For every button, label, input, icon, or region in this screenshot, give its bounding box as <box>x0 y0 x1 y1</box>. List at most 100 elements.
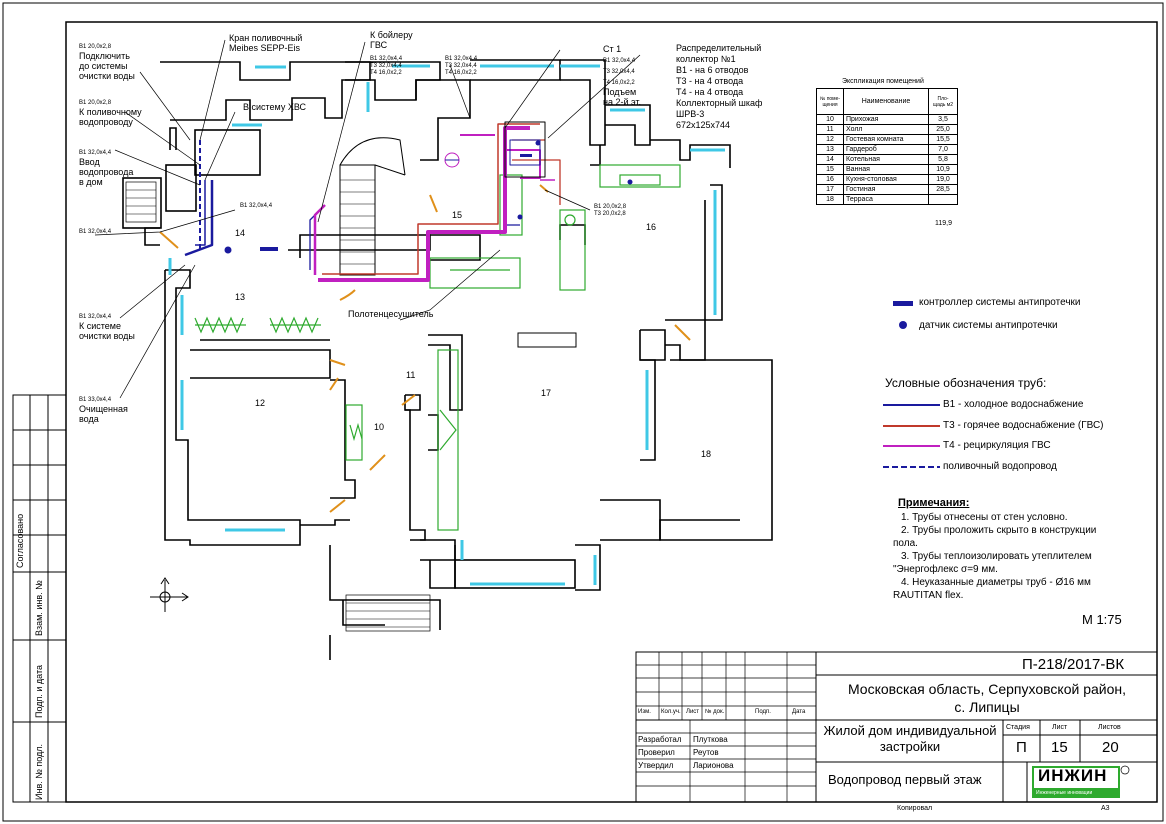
pipe-label-b1-left: В1 32,0х4,4 <box>79 229 112 235</box>
room-number: 12 <box>255 398 266 408</box>
explication-cell: 25,0 <box>928 124 958 135</box>
note-line: пола. <box>893 538 918 549</box>
leak-sensor-icon <box>517 214 523 220</box>
copied-label: Копировал <box>897 805 933 812</box>
floor-plan <box>94 39 773 660</box>
legend-pipe-lines <box>883 404 940 468</box>
room-number: 13 <box>235 292 246 302</box>
explication-cell: 3,5 <box>928 114 958 125</box>
title-block <box>635 651 1158 803</box>
explication-cell: 7,0 <box>928 144 958 155</box>
revision-col-header: Кол.уч. <box>661 709 681 715</box>
notes-body: 1. Трубы отнесены от стен условно. 2. Тр… <box>893 511 1096 602</box>
leak-controller-icon <box>520 154 532 157</box>
sheets-value: 20 <box>1102 739 1119 756</box>
format-label: А3 <box>1101 805 1110 812</box>
scale-label: М 1:75 <box>1082 612 1122 627</box>
logo-subtitle: Инженерные инновации <box>1036 790 1093 796</box>
pipe-label-b1-mid: В1 32,0х4,4 <box>240 203 273 209</box>
sheet-title: Водопровод первый этаж <box>828 772 982 787</box>
room-number: 16 <box>646 222 657 232</box>
riser-st1-label: Ст 1 В1 32,0х4,4 Т3 32,0х4,4 Т4 16,0х2,2… <box>603 44 642 107</box>
explication-cell: 28,5 <box>928 184 958 195</box>
xvs-label: В систему ХВС <box>243 102 307 112</box>
explication-cell: 18 <box>816 194 844 205</box>
note-line: RAUTITAN flex. <box>893 590 964 601</box>
water-input-label: В1 32,0х4,4 Ввод водопровода в дом <box>79 150 134 187</box>
explication-cell: 10 <box>816 114 844 125</box>
legend-pipe-label: Т3 - горячее водоснабжение (ГВС) <box>943 420 1104 431</box>
sheet-value: 15 <box>1051 739 1068 756</box>
side-stamp <box>12 394 67 803</box>
revision-col-header: Дата <box>792 709 806 715</box>
room-number: 15 <box>452 210 463 220</box>
explication-cell: 12 <box>816 134 844 145</box>
revision-col-header: Подп. <box>755 709 771 715</box>
explication-cell: Котельная <box>843 154 929 165</box>
distributor-label: Распределительный коллектор №1 В1 - на 6… <box>676 43 763 130</box>
room-number: 17 <box>541 388 552 398</box>
pipe-label-boiler: В1 32,0х4,4 Т3 32,0х4,4 Т4 16,0х2,2 <box>370 56 403 76</box>
explication-cell: 11 <box>816 124 844 135</box>
legend-sensor-icon <box>899 321 907 329</box>
pipe-label-upper: В1 32,0х4,4 Т3 32,0х4,4 Т4 16,0х2,2 <box>445 56 478 76</box>
room-number: 14 <box>235 228 246 238</box>
explication-cell: Гостиная <box>843 184 929 195</box>
leak-sensor-icon <box>224 246 232 254</box>
side-stamp-label: Инв. № подл. <box>34 743 44 800</box>
legend-controller-icon <box>893 301 913 306</box>
sheet-header: Лист <box>1052 724 1068 731</box>
towel-dryer-label: Полотенцесушитель <box>348 309 434 319</box>
explication-cell: 5,8 <box>928 154 958 165</box>
explication-header: Наименование <box>843 88 929 115</box>
side-stamp-label: Взам. инв. № <box>34 580 44 636</box>
role-name: Утвердил <box>638 761 674 770</box>
irrigation-label: В1 20,0х2,8 К поливочному водопроводу <box>79 100 142 127</box>
explication-cell: Прихожая <box>843 114 929 125</box>
sheets-header: Листов <box>1098 724 1121 731</box>
leak-sensor-icon <box>535 140 541 146</box>
note-line: "Энергофлекс σ=9 мм. <box>893 564 998 575</box>
explication-cell: Гостевая комната <box>843 134 929 145</box>
purified-water-label: В1 33,0х4,4 Очищенная вода <box>79 397 128 424</box>
role-name: Проверил <box>638 748 675 757</box>
legend-sensor-label: датчик системы антипротечки <box>919 320 1058 331</box>
explication-table: № поме- щения Наименование Пло- щадь м2 … <box>816 88 958 205</box>
revision-col-header: Изм. <box>638 709 651 715</box>
explication-cell: 17 <box>816 184 844 195</box>
role-name: Разработал <box>638 735 682 744</box>
explication-cell: Кухня-столовая <box>843 174 929 185</box>
axis-marker-icon <box>150 577 189 612</box>
pipe-legend-title: Условные обозначения труб: <box>885 376 1047 390</box>
explication-cell: 10,9 <box>928 164 958 175</box>
note-line: 3. Трубы теплоизолировать утеплителем <box>901 551 1092 562</box>
room-number: 18 <box>701 449 712 459</box>
explication-cell: Ванная <box>843 164 929 175</box>
drawing-code: П-218/2017-ВК <box>1022 656 1125 673</box>
stage-header: Стадия <box>1006 724 1030 731</box>
leak-controller-icon <box>260 247 278 251</box>
stage-value: П <box>1016 739 1027 756</box>
project-location: Московская область, Серпуховской район,с… <box>847 681 1126 715</box>
explication-cell: 16 <box>816 174 844 185</box>
explication-cell: Холл <box>843 124 929 135</box>
side-stamp-label: Подп. и дата <box>34 664 44 718</box>
explication-cell: 13 <box>816 144 844 155</box>
note-line: 4. Неуказанные диаметры труб - Ø16 мм <box>901 577 1091 588</box>
legend-controller-label: контроллер системы антипротечки <box>919 297 1081 308</box>
legend-pipe-label: Т4 - рециркуляция ГВС <box>943 440 1051 451</box>
